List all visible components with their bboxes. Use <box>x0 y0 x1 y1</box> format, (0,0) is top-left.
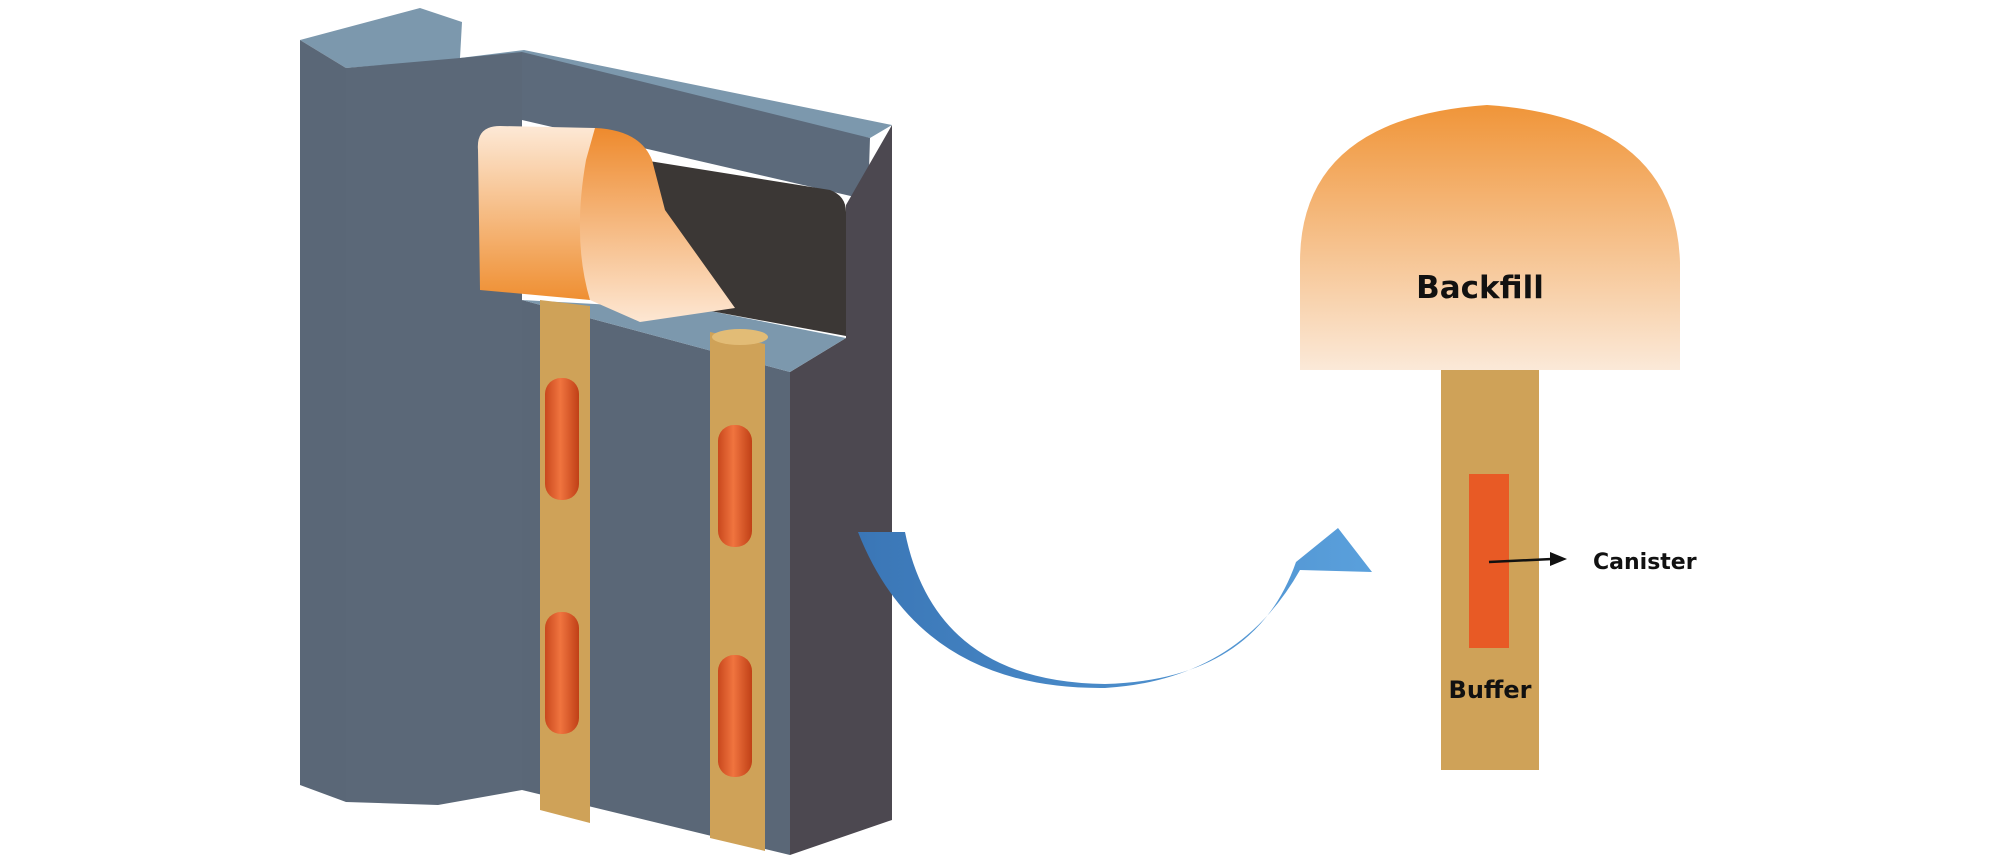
canister-label: Canister <box>1593 550 1697 575</box>
canister-block-3 <box>718 425 752 547</box>
pointer-arrow-icon <box>1488 552 1567 566</box>
tunnel-backfill-face <box>477 126 595 300</box>
rock-front-left <box>300 40 346 802</box>
canister-block-2 <box>545 612 579 734</box>
rock-front-main <box>346 52 522 805</box>
cross-section: Backfill Buffer Canister <box>1300 105 1697 770</box>
tunnel <box>477 126 846 336</box>
backfill-shape <box>1300 105 1680 370</box>
backfill-label: Backfill <box>1416 270 1544 306</box>
rock-back-wall <box>522 52 870 200</box>
block-canisters <box>545 378 752 777</box>
buffer-column-top <box>712 329 768 345</box>
rock-right-side <box>790 125 892 855</box>
canister-block-1 <box>545 378 579 500</box>
curved-arrow-icon <box>858 528 1372 689</box>
buffer-label: Buffer <box>1449 676 1532 704</box>
canister-block-4 <box>718 655 752 777</box>
tunnel-backfill-curve <box>579 128 735 322</box>
